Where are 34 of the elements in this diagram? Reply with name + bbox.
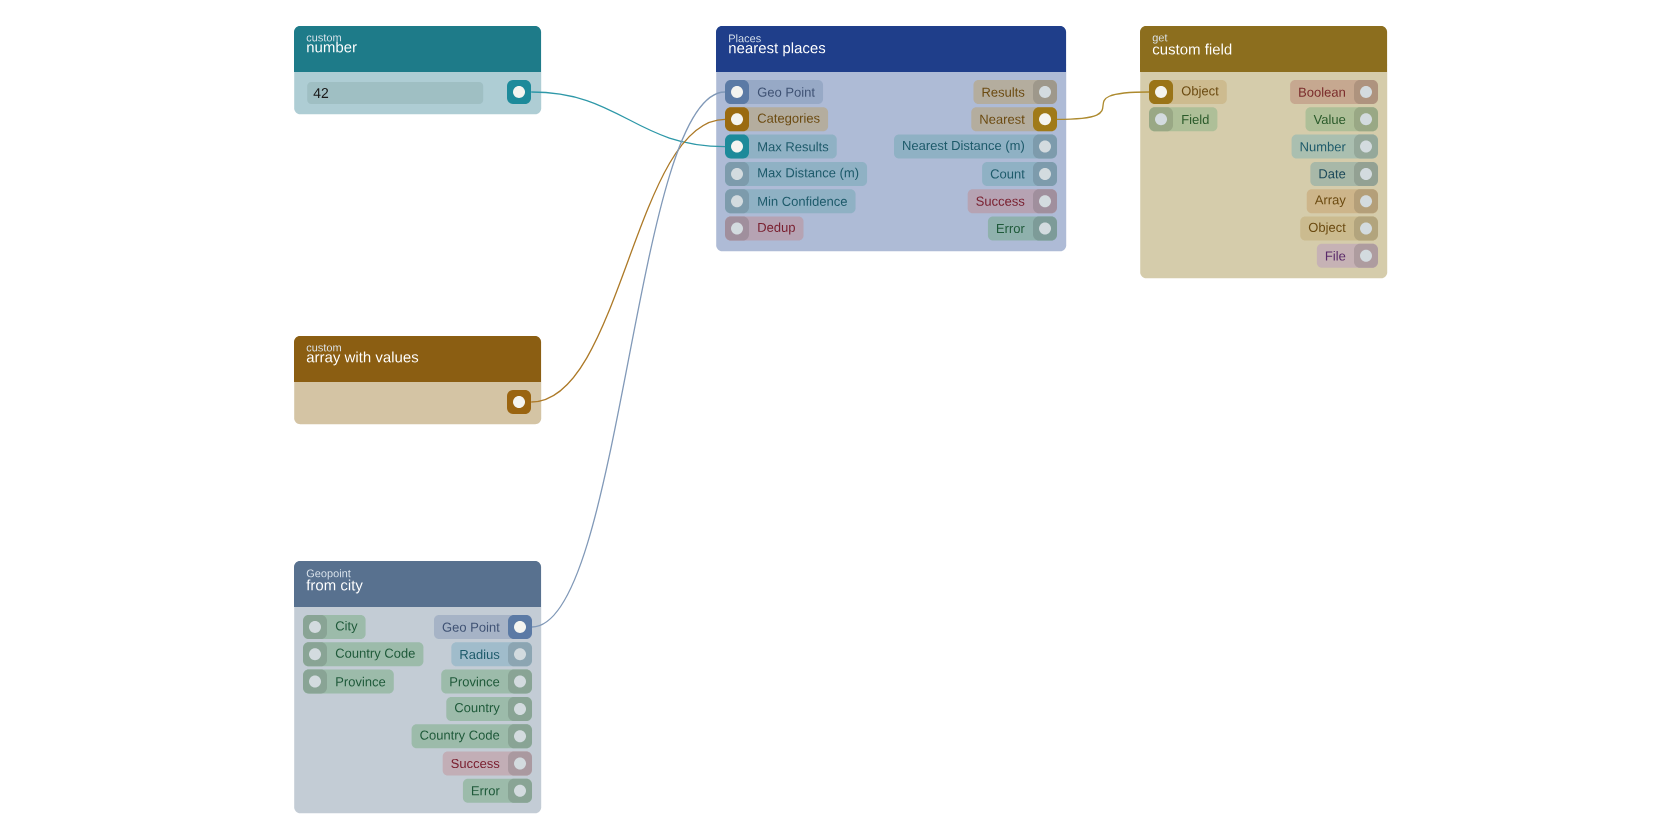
connector-curve <box>530 91 726 148</box>
port-pill: Object <box>1300 216 1378 241</box>
port-pill: Nearest <box>971 107 1057 132</box>
port-pill: Geo Point <box>434 615 532 639</box>
port-pill: Boolean <box>1290 80 1378 104</box>
value-field: 42 <box>307 82 484 104</box>
port-pill: Max Distance (m) <box>725 161 868 186</box>
output-port <box>507 80 531 104</box>
port-pill: Object <box>1149 80 1227 104</box>
connector-curve <box>531 91 726 628</box>
connector-curve <box>1056 91 1150 120</box>
port-pill: Province <box>303 669 394 694</box>
connector-curve <box>530 118 726 403</box>
port-pill: Count <box>982 161 1057 186</box>
port-pill: Radius <box>451 642 532 667</box>
port-pill: Dedup <box>725 216 804 241</box>
port-pill: Country Code <box>411 724 532 749</box>
port-pill: Country <box>446 696 532 721</box>
port-pill: Province <box>441 669 532 694</box>
port-pill: Categories <box>725 107 829 132</box>
port-pill: Date <box>1310 161 1378 186</box>
output-port <box>507 390 531 414</box>
port-pill: Results <box>973 80 1057 104</box>
port-pill: Country Code <box>303 642 424 667</box>
port-pill: Max Results <box>725 134 837 159</box>
port-pill: Field <box>1149 107 1218 132</box>
port-pill: Nearest Distance (m) <box>894 134 1057 159</box>
port-pill: Success <box>967 189 1057 214</box>
port-pill: Geo Point <box>725 80 824 104</box>
port-pill: City <box>303 615 366 639</box>
port-pill: Array <box>1306 189 1378 214</box>
port-pill: Min Confidence <box>725 189 856 214</box>
port-pill: Value <box>1305 107 1378 132</box>
node-card: custom array with values <box>294 336 542 425</box>
